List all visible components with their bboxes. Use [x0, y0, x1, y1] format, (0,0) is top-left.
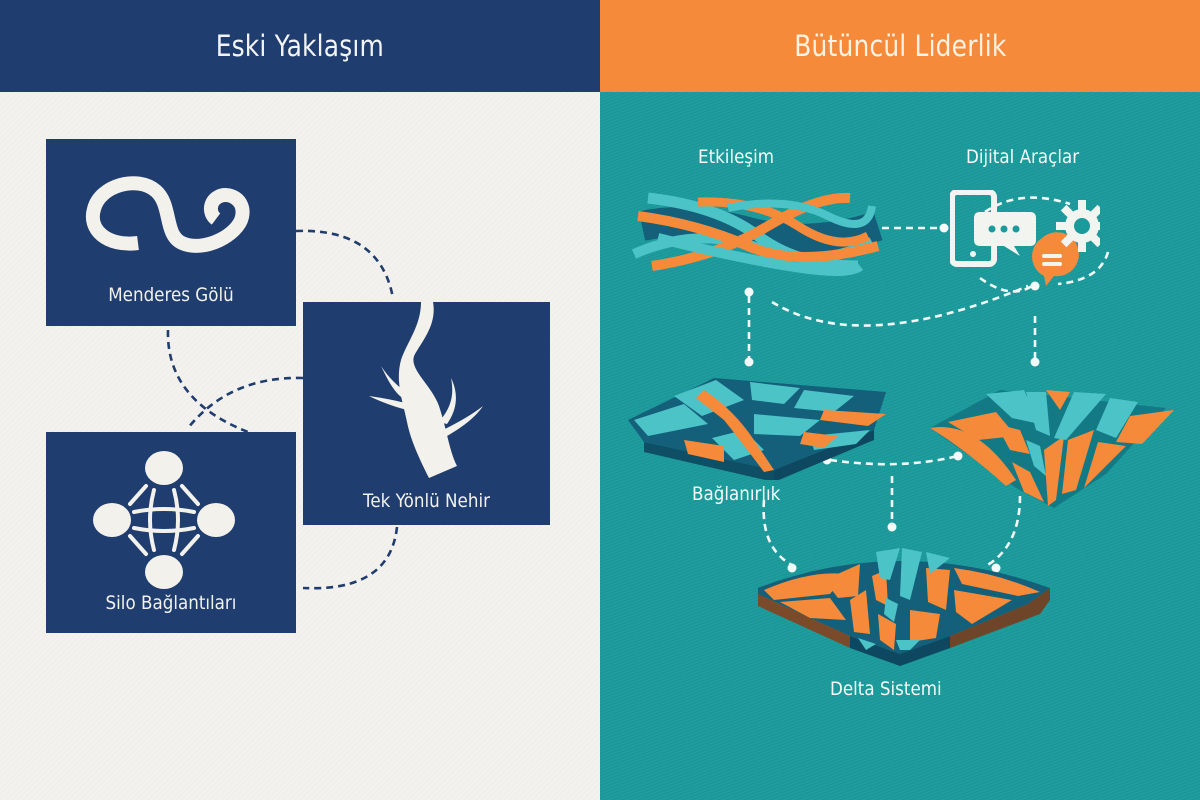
- right-title: Bütüncül Liderlik: [793, 29, 1007, 63]
- digital-tools-icon: [950, 190, 1100, 286]
- gear-icon: [1056, 200, 1100, 252]
- braided-streams-icon: [631, 192, 883, 276]
- card-label: Menderes Gölü: [108, 284, 234, 306]
- left-connectors: [166, 229, 399, 590]
- chat-bubble-icon: [974, 212, 1036, 256]
- branching-leaves-icon: [930, 390, 1174, 508]
- meander-icon: [85, 176, 250, 253]
- left-panel: Eski Yaklaşım Menderes Gölü Tek Yönlü: [0, 0, 600, 800]
- node-label-dijital-araclar: Dijital Araçlar: [966, 146, 1080, 168]
- card-menderes-golu: Menderes Gölü: [46, 139, 296, 326]
- card-label: Tek Yönlü Nehir: [363, 490, 490, 512]
- left-header: Eski Yaklaşım: [0, 0, 600, 92]
- right-connectors: [744, 196, 1110, 573]
- delta-landform-icon: [758, 548, 1050, 666]
- node-label-etkilesim: Etkileşim: [698, 146, 775, 168]
- left-title: Eski Yaklaşım: [215, 29, 385, 63]
- silo-network-icon: [93, 451, 235, 589]
- connected-tiles-icon: [628, 378, 886, 480]
- right-header: Bütüncül Liderlik: [600, 0, 1200, 92]
- node-label-baglanirlik: Bağlanırlık: [692, 483, 781, 505]
- right-panel: Bütüncül Liderlik: [600, 0, 1200, 800]
- card-silo-baglantilari: Silo Bağlantıları: [46, 432, 296, 633]
- river-tree-icon: [369, 302, 483, 478]
- node-label-delta-sistemi: Delta Sistemi: [830, 678, 942, 700]
- card-tek-yonlu-nehir: Tek Yönlü Nehir: [303, 302, 550, 525]
- card-label: Silo Bağlantıları: [105, 592, 237, 614]
